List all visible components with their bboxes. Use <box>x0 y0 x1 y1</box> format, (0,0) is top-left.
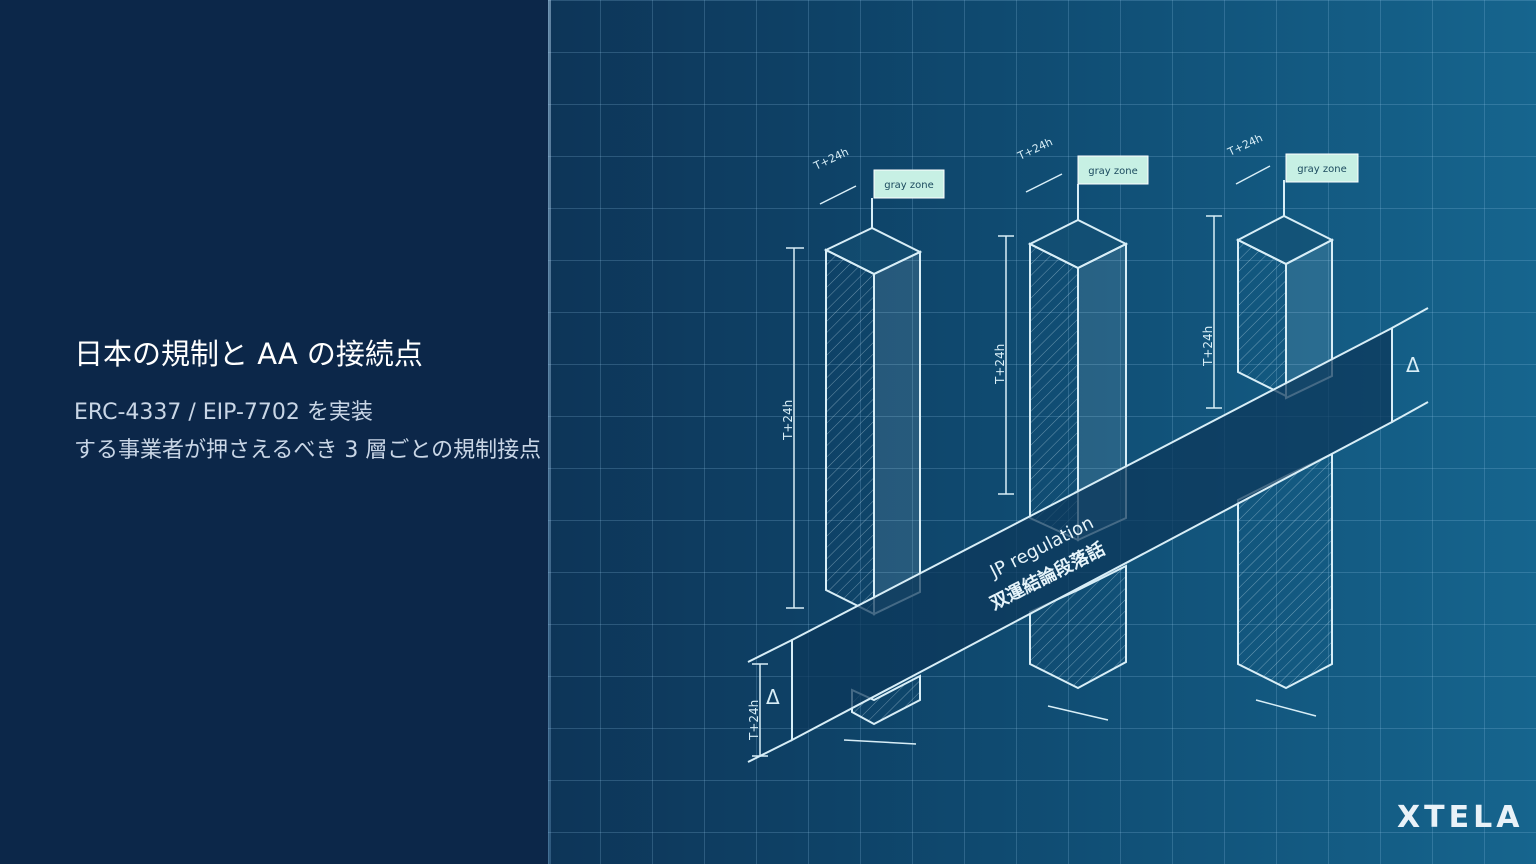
left-title-panel <box>0 0 552 864</box>
flag-3: gray zone <box>1283 153 1359 216</box>
blueprint-drawing: gray zone gray zone gray zone <box>747 131 1429 763</box>
dimension-label-1: T+24h <box>781 400 795 441</box>
panel-divider <box>548 0 551 864</box>
flag-label-2: gray zone <box>1088 166 1138 177</box>
pillar-3 <box>1235 214 1335 690</box>
blueprint-illustration: gray zone gray zone gray zone <box>548 0 1536 864</box>
dimension-lines <box>752 165 1317 757</box>
pillar-1 <box>823 226 923 726</box>
slide-title: 日本の規制と AA の接続点 <box>74 337 423 371</box>
flag-label-3: gray zone <box>1297 164 1347 175</box>
flag-label-1: gray zone <box>884 180 934 191</box>
dimension-label-6: T+24h <box>1015 135 1055 163</box>
slide-subtitle-line-1: ERC-4337 / EIP-7702 を実装 <box>74 400 373 425</box>
delta-mark-2: Δ <box>1406 353 1420 377</box>
brand-logo: XTELA <box>1397 800 1524 835</box>
flag-1: gray zone <box>871 169 945 228</box>
regulation-band <box>747 307 1429 763</box>
dimension-label-5: T+24h <box>811 145 851 173</box>
dimension-label-3: T+24h <box>1201 326 1215 367</box>
dimension-label-7: T+24h <box>1225 131 1265 159</box>
delta-mark-1: Δ <box>766 685 780 709</box>
dimension-label-4: T+24h <box>747 700 761 741</box>
slide-subtitle-line-2: する事業者が押さえるべき 3 層ごとの規制接点 <box>74 438 542 463</box>
flag-2: gray zone <box>1077 155 1149 220</box>
dimension-label-2: T+24h <box>993 344 1007 385</box>
pillar-2 <box>1027 218 1129 690</box>
